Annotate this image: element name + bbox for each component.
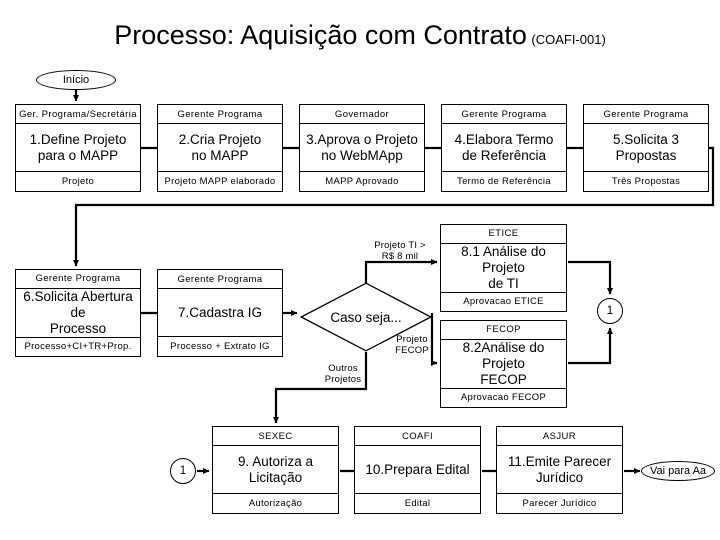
step-7-actor: Gerente Programa — [158, 270, 282, 289]
terminator-start[interactable]: Início — [36, 70, 116, 90]
process-box-step-10[interactable]: COAFI 10.Prepara Edital Edital — [354, 426, 481, 514]
step-3-output: MAPP Aprovado — [300, 171, 424, 191]
branch-label-projeto-ti: Projeto TI > R$ 8 mil — [360, 240, 440, 262]
step-3-actor: Governador — [300, 105, 424, 124]
step-8-2-task-line1: 8.2Análise do Projeto — [462, 339, 545, 371]
decision-diamond[interactable]: Caso seja... — [300, 282, 432, 352]
step-9-output: Autorização — [213, 493, 338, 513]
step-7-task-line1: 7.Cadastra IG — [177, 304, 263, 320]
branch-label-projeto-fecop-line2: FECOP — [395, 345, 429, 356]
branch-label-outros-projetos: Outros Projetos — [320, 363, 366, 385]
step-5-task-line2: Propostas — [615, 147, 677, 163]
process-box-step-1[interactable]: Ger. Programa/Secretária 1.Define Projet… — [15, 104, 141, 192]
step-3-task-line1: 3.Aprova o Projeto — [306, 131, 418, 147]
connector-circle-right[interactable]: 1 — [597, 298, 623, 324]
connector-circle-right-label: 1 — [606, 305, 614, 317]
page-title: Processo: Aquisição com Contrato (COAFI-… — [0, 20, 720, 51]
step-1-task-line1: 1.Define Projeto — [29, 131, 127, 147]
step-2-actor: Gerente Programa — [158, 105, 282, 124]
step-6-task-line1: 6.Solicita Abertura de — [23, 288, 133, 320]
step-10-task: 10.Prepara Edital — [355, 446, 480, 493]
step-9-task-line2: Licitação — [248, 469, 303, 485]
terminator-start-label: Início — [62, 74, 90, 86]
terminator-goto-label: Vai para Aa — [649, 465, 707, 477]
step-11-actor: ASJUR — [497, 427, 622, 446]
step-9-task-line1: 9. Autoriza a — [237, 453, 314, 469]
step-9-actor: SEXEC — [213, 427, 338, 446]
step-3-task-line2: no WebMApp — [321, 147, 403, 163]
step-11-output: Parecer Jurídico — [497, 493, 622, 513]
step-5-actor: Gerente Programa — [584, 105, 708, 124]
connector-circle-left[interactable]: 1 — [170, 458, 196, 484]
step-8-2-output: Aprovacao FECOP — [441, 387, 566, 407]
step-4-task-line1: 4.Elabora Termo — [454, 131, 554, 147]
branch-label-outros-projetos-line2: Projetos — [324, 374, 362, 385]
terminator-goto[interactable]: Vai para Aa — [641, 461, 715, 481]
process-box-step-7[interactable]: Gerente Programa 7.Cadastra IG Processo … — [157, 269, 283, 357]
step-5-output: Três Propostas — [584, 171, 708, 191]
step-5-task-line1: 5.Solicita 3 — [612, 131, 680, 147]
step-8-1-actor: ETICE — [441, 225, 566, 244]
branch-label-projeto-ti-line1: Projeto TI > — [374, 240, 426, 251]
step-4-output: Termo de Referência — [442, 171, 566, 191]
step-4-actor: Gerente Programa — [442, 105, 566, 124]
step-7-output: Processo + Extrato IG — [158, 336, 282, 356]
step-11-task-line2: Jurídico — [535, 469, 584, 485]
step-8-1-task-line2: de TI — [488, 275, 519, 291]
step-8-2-actor: FECOP — [441, 321, 566, 340]
step-8-2-task-line2: FECOP — [480, 371, 527, 387]
step-8-1-output: Aprovacao ETICE — [441, 291, 566, 311]
step-4-task-line2: de Referência — [461, 147, 547, 163]
branch-label-projeto-fecop-line1: Projeto — [396, 334, 428, 345]
step-2-output: Projeto MAPP elaborado — [158, 171, 282, 191]
branch-label-outros-projetos-line1: Outros — [328, 363, 358, 374]
decision-label: Caso seja... — [330, 309, 402, 325]
step-1-output: Projeto — [16, 171, 140, 191]
connector-circle-left-label: 1 — [179, 465, 187, 477]
step-7-task: 7.Cadastra IG — [158, 289, 282, 336]
step-2-task-line2: no MAPP — [191, 147, 249, 163]
step-2-task-line1: 2.Cria Projeto — [178, 131, 262, 147]
step-6-output: Processo+CI+TR+Prop. — [16, 336, 140, 356]
step-8-1-task-line1: 8.1 Análise do Projeto — [461, 243, 546, 275]
branch-label-projeto-fecop: Projeto FECOP — [390, 334, 434, 356]
step-10-actor: COAFI — [355, 427, 480, 446]
step-6-task-line2: Processo — [49, 320, 107, 336]
step-10-output: Edital — [355, 493, 480, 513]
step-11-task-line1: 11.Emite Parecer — [507, 453, 612, 469]
branch-label-projeto-ti-line2: R$ 8 mil — [381, 251, 419, 262]
step-1-task-line2: para o MAPP — [37, 147, 119, 163]
page-title-main: Processo: Aquisição com Contrato — [114, 20, 527, 50]
step-1-actor: Ger. Programa/Secretária — [16, 105, 140, 124]
page-title-code: (COAFI-001) — [531, 32, 606, 47]
step-10-task-line1: 10.Prepara Edital — [365, 461, 470, 477]
step-6-actor: Gerente Programa — [16, 270, 140, 289]
